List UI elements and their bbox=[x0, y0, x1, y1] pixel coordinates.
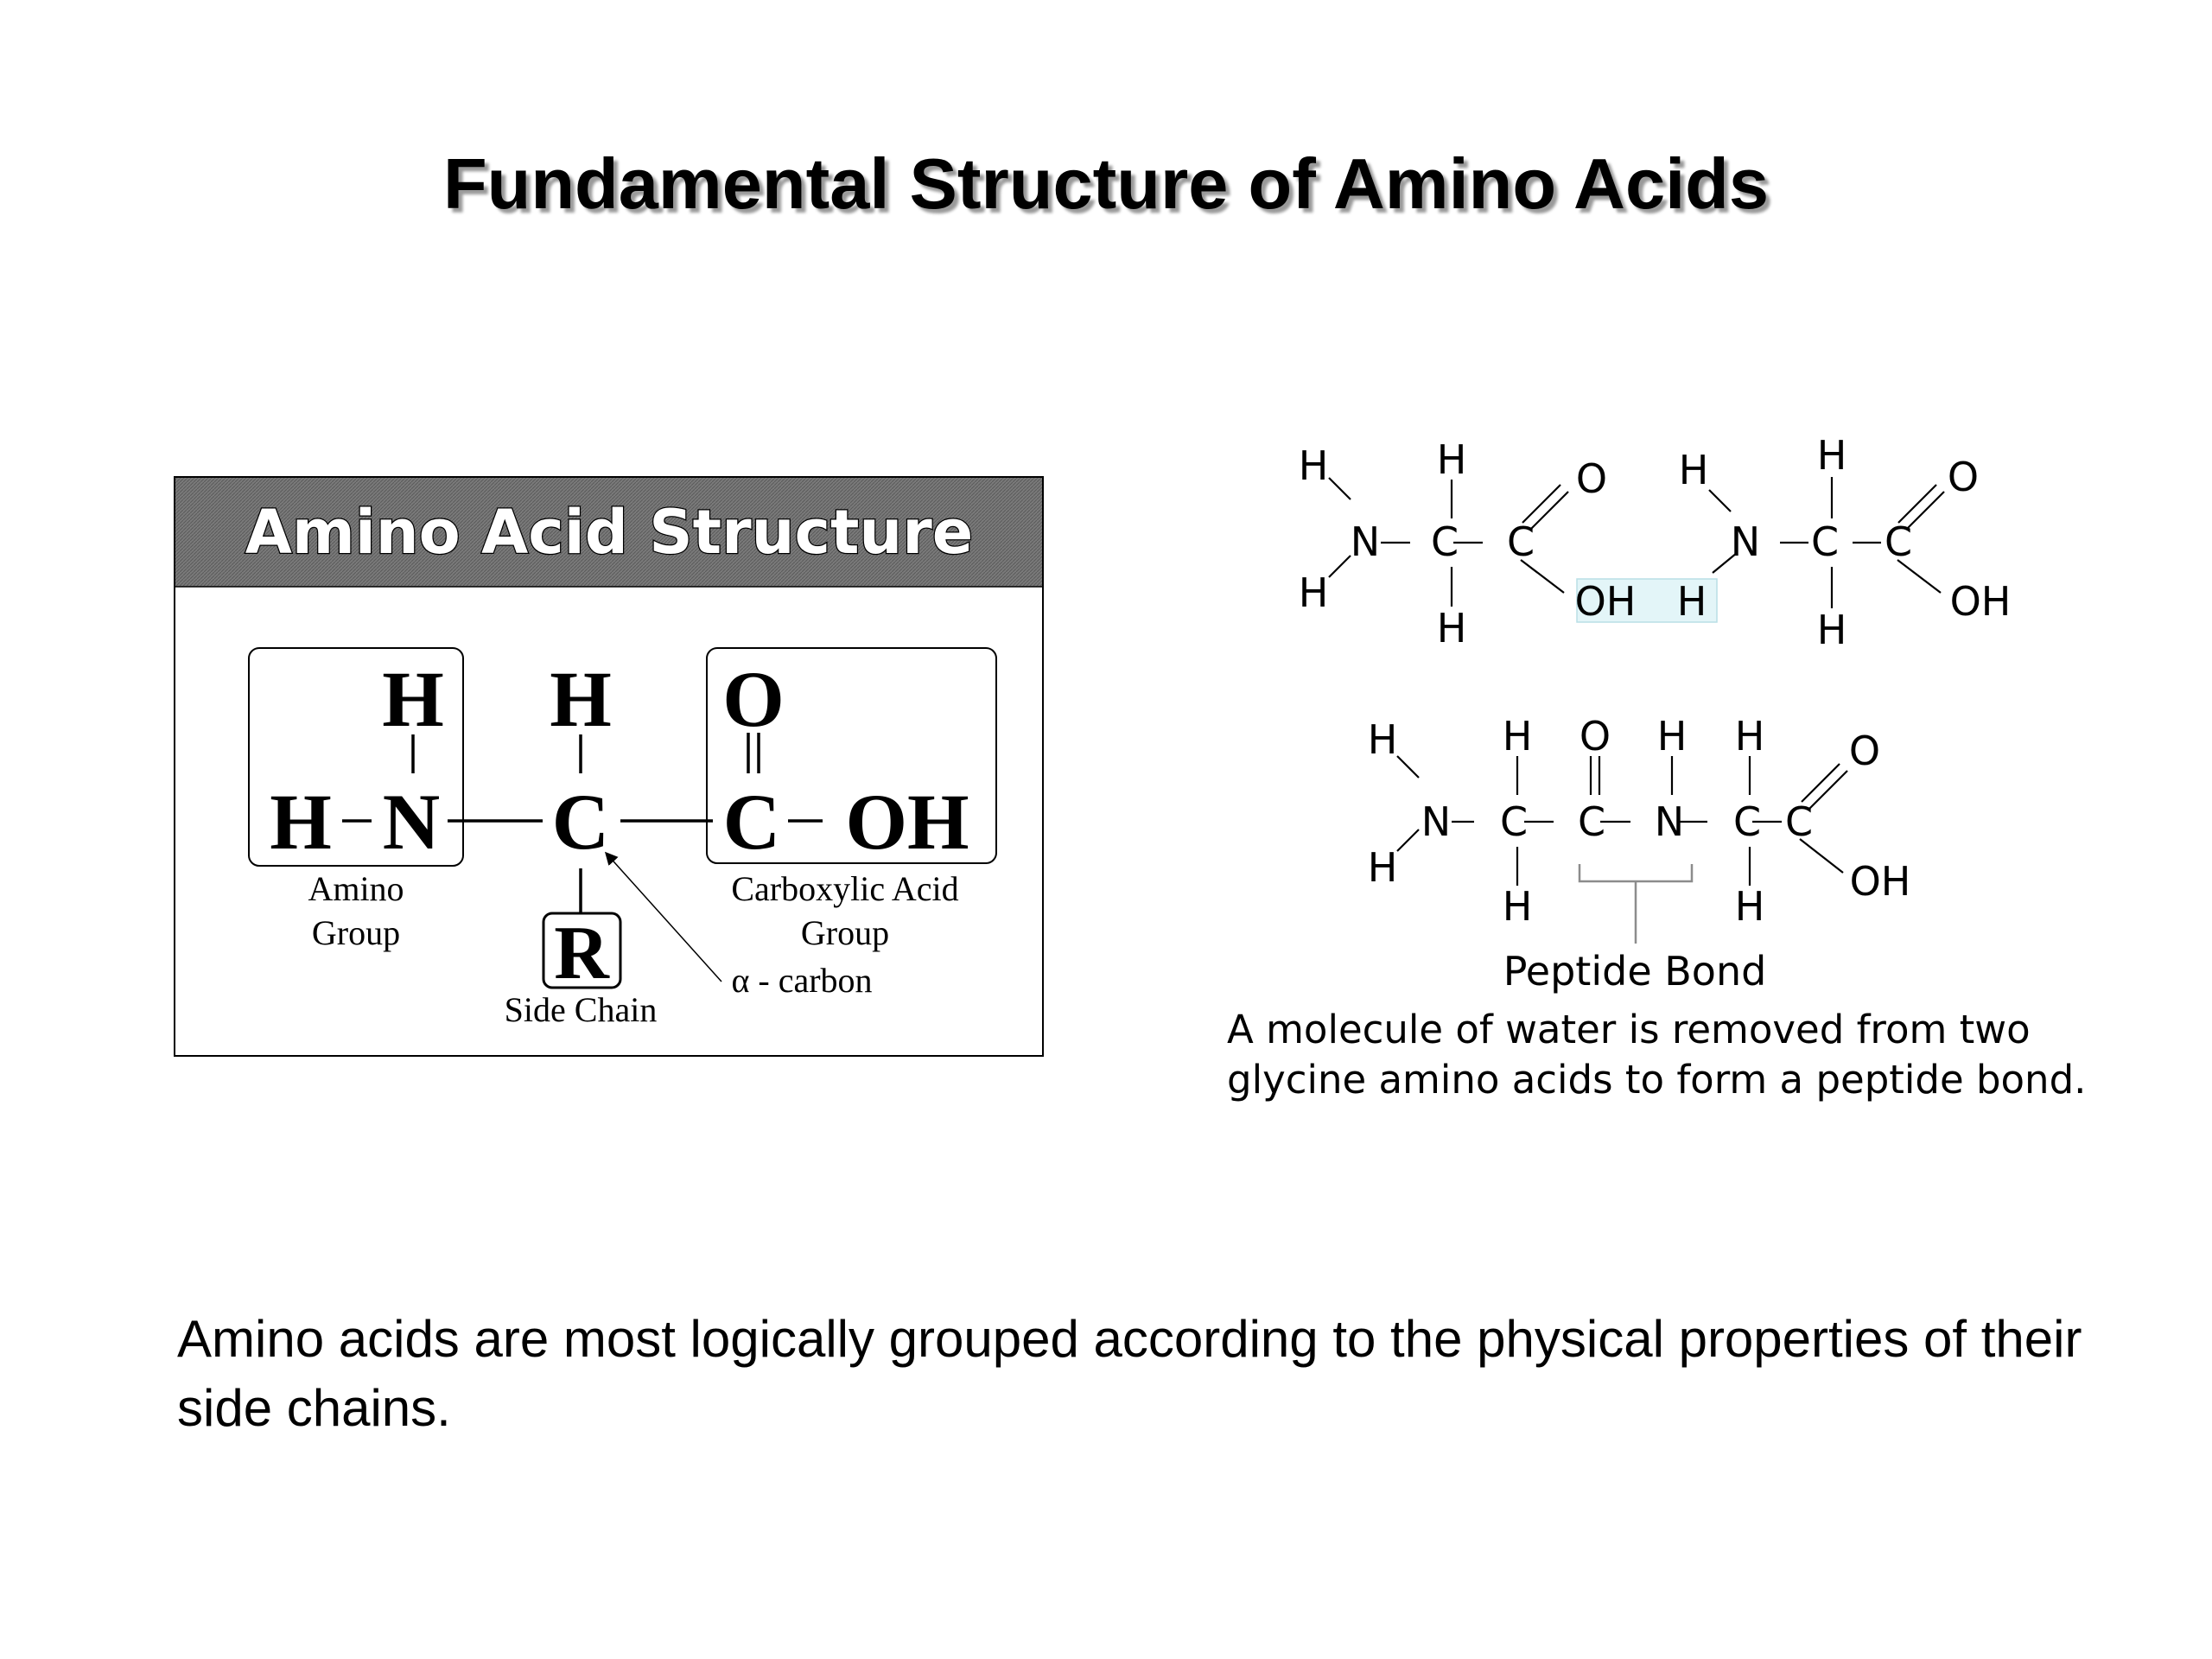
p1-h-n-top: H bbox=[1299, 442, 1329, 489]
d-c1: C bbox=[1500, 798, 1528, 845]
p2-h-water: H bbox=[1677, 578, 1707, 625]
d-c1-h-top: H bbox=[1503, 713, 1533, 760]
amino-acid-structure-diagram: Amino Acid Structure H H O H N C C bbox=[174, 476, 1044, 1057]
d-c2-o: O bbox=[1580, 713, 1611, 760]
d-c3-h-bottom: H bbox=[1735, 883, 1765, 930]
peptide-caption-line2: glycine amino acids to form a peptide bo… bbox=[1227, 1057, 2086, 1103]
d-c3: C bbox=[1733, 798, 1761, 845]
side-chain-label: Side Chain bbox=[505, 990, 658, 1029]
water-highlight bbox=[1576, 578, 1718, 623]
p1-alpha-h-bottom: H bbox=[1437, 605, 1467, 652]
amino-n: N bbox=[383, 778, 440, 866]
alpha-c: C bbox=[552, 778, 609, 866]
p2-carboxyl-c: C bbox=[1885, 518, 1912, 565]
amino-group-box bbox=[248, 647, 464, 867]
diagram-header: Amino Acid Structure bbox=[245, 497, 974, 568]
carboxyl-group-label-line1: Carboxylic Acid bbox=[731, 869, 958, 908]
d-c2: C bbox=[1578, 798, 1605, 845]
alpha-carbon-arrow bbox=[604, 851, 722, 982]
carboxyl-group-label-line2: Group bbox=[801, 913, 889, 952]
diagram-header-band bbox=[175, 478, 1042, 587]
d-n-h-top: H bbox=[1368, 716, 1398, 763]
p1-carboxyl-c: C bbox=[1507, 518, 1535, 565]
p1-h-n-bottom: H bbox=[1299, 569, 1329, 616]
body-text: Amino acids are most logically grouped a… bbox=[177, 1310, 2082, 1437]
p2-alpha-c: C bbox=[1811, 518, 1839, 565]
d-n1: N bbox=[1421, 798, 1451, 845]
amino-h-left: H bbox=[270, 778, 332, 866]
d-c3-h-top: H bbox=[1735, 713, 1765, 760]
carboxyl-c: C bbox=[723, 778, 780, 866]
carboxyl-group-box bbox=[706, 647, 997, 864]
p2-carbonyl-o: O bbox=[1948, 454, 1979, 500]
p1-carbonyl-o: O bbox=[1576, 455, 1607, 502]
p2-n: N bbox=[1731, 518, 1760, 565]
alpha-h-top: H bbox=[550, 655, 612, 743]
carboxyl-oh: OH bbox=[845, 778, 969, 866]
d-c1-h-bottom: H bbox=[1503, 883, 1533, 930]
p2-alpha-h-bottom: H bbox=[1817, 607, 1847, 653]
p2-h-n-top: H bbox=[1679, 447, 1709, 493]
peptide-caption-line1: A molecule of water is removed from two bbox=[1227, 1007, 2031, 1052]
d-n2-h: H bbox=[1657, 713, 1688, 760]
peptide-bond-diagram: H H N C H H C O OH H H N C H H C O OH bbox=[1227, 432, 2086, 1103]
p1-alpha-h-top: H bbox=[1437, 436, 1467, 483]
p1-n: N bbox=[1351, 518, 1380, 565]
p2-alpha-h-top: H bbox=[1817, 432, 1847, 479]
d-c4: C bbox=[1785, 798, 1813, 845]
p1-oh: OH bbox=[1575, 578, 1637, 625]
carbonyl-o: O bbox=[722, 655, 785, 743]
p2-oh: OH bbox=[1950, 578, 2012, 625]
amino-h-top: H bbox=[382, 655, 444, 743]
d-c4-o: O bbox=[1849, 728, 1880, 774]
peptide-bond-bracket bbox=[1578, 864, 1694, 944]
p1-alpha-c: C bbox=[1431, 518, 1459, 565]
peptide-bond-label: Peptide Bond bbox=[1503, 948, 1767, 995]
d-n2: N bbox=[1655, 798, 1684, 845]
slide-title: Fundamental Structure of Amino Acids bbox=[442, 143, 1770, 224]
alpha-carbon-label: α - carbon bbox=[731, 961, 872, 1000]
amino-group-label-line2: Group bbox=[312, 913, 400, 952]
side-chain-r: R bbox=[554, 912, 610, 995]
d-oh: OH bbox=[1850, 858, 1911, 905]
amino-group-label-line1: Amino bbox=[308, 869, 404, 908]
d-n-h-bottom: H bbox=[1368, 844, 1398, 891]
